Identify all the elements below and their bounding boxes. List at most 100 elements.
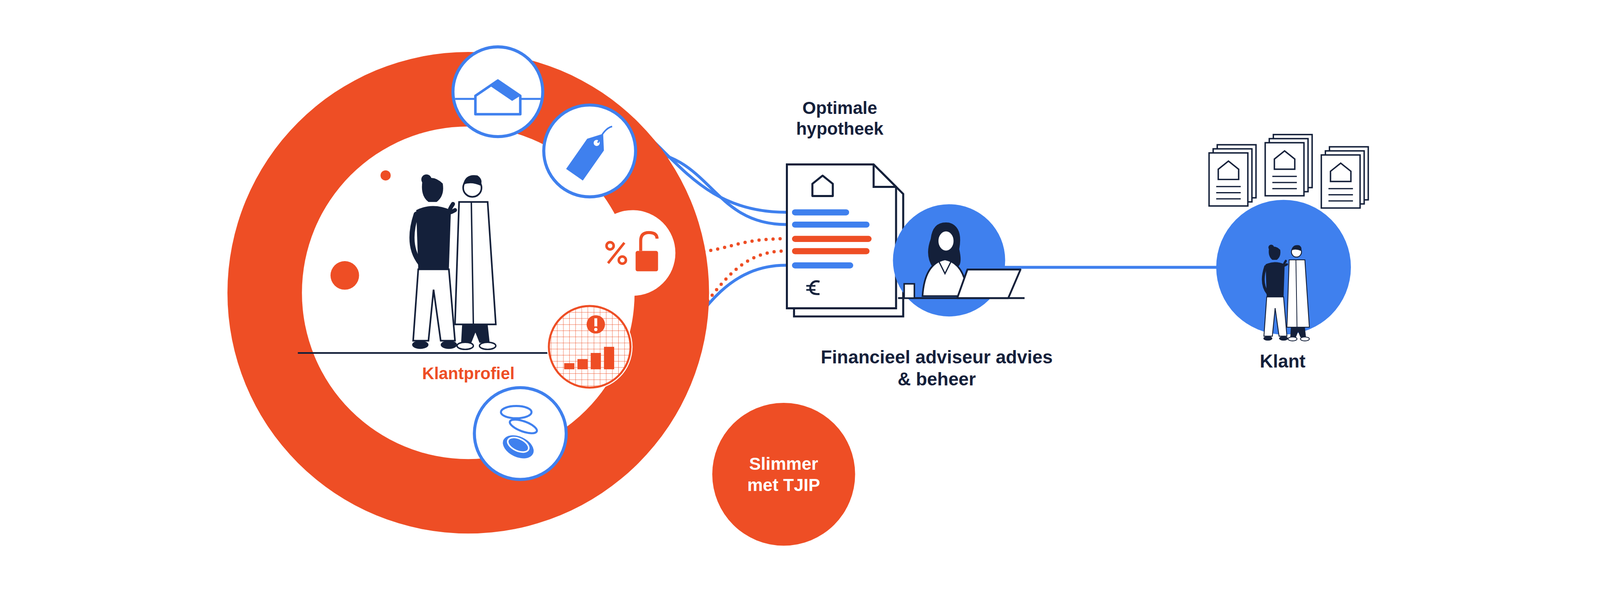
- drawing-circle: [421, 174, 433, 186]
- drawing-path: [597, 126, 613, 143]
- drawing-rect: [903, 283, 915, 298]
- drawing-path: [640, 232, 657, 252]
- drawing-path: [812, 175, 833, 196]
- node-label: Slimmer met TJIP: [731, 453, 836, 496]
- drawing-path: [489, 80, 521, 102]
- node-shape: [1193, 137, 1373, 388]
- drawing-line: [1328, 194, 1354, 196]
- drawing-line: [1272, 182, 1297, 184]
- drawing-ellipse: [1263, 336, 1273, 341]
- drawing-ellipse: [1279, 336, 1289, 341]
- drawing-line: [1216, 198, 1241, 200]
- drawing-rect: [577, 359, 588, 370]
- drawing-path: [1265, 262, 1285, 298]
- drawing-g: [1263, 244, 1310, 341]
- drawing-line: [298, 352, 572, 354]
- drawing-line: [1216, 186, 1241, 188]
- drawing-ellipse: [479, 342, 496, 350]
- drawing-ellipse: [412, 340, 429, 350]
- drawing-ellipse: [1288, 337, 1298, 341]
- drawing-circle: [543, 105, 636, 198]
- drawing-path: [463, 175, 482, 186]
- drawing-rect: [791, 209, 849, 216]
- drawing-circle: [892, 204, 1005, 317]
- drawing-circle: [606, 242, 614, 250]
- connector: [1004, 265, 1217, 269]
- drawing-line: [1272, 188, 1297, 190]
- client-circle: Klant: [1193, 137, 1373, 388]
- drawing-rect: [791, 235, 872, 242]
- drawing-path: [1291, 245, 1302, 252]
- drawing-line: [1272, 175, 1297, 178]
- drawing-circle: [548, 306, 631, 388]
- drawing-circle: [1268, 244, 1275, 251]
- node-label: Financieel adviseur advies & beheer: [816, 346, 1058, 391]
- drawing-circle: [474, 387, 567, 480]
- drawing-ellipse: [456, 342, 474, 350]
- drawing-circle: [712, 402, 856, 546]
- drawing-path: [786, 164, 897, 309]
- node-label: Klant: [1220, 350, 1346, 373]
- drawing-path: [938, 261, 951, 274]
- drawing-rect: [791, 247, 870, 255]
- drawing-circle: [586, 315, 605, 334]
- mortgage-document: Optimale hypotheek: [785, 163, 907, 319]
- tjip-circle: Slimmer met TJIP: [712, 402, 856, 546]
- drawing-circle: [380, 170, 391, 181]
- drawing-rect: [590, 353, 602, 370]
- advisor-circle: Financieel adviseur advies & beheer: [826, 199, 1072, 404]
- drawing-circle: [594, 328, 598, 332]
- drawing-ellipse: [508, 417, 539, 437]
- drawing-path: [1290, 327, 1307, 338]
- node-shape: [785, 163, 907, 319]
- drawing-line: [1328, 200, 1354, 202]
- drawing-path: [1296, 259, 1298, 328]
- drawing-ellipse: [937, 230, 954, 252]
- drawing-ellipse: [499, 430, 538, 464]
- drawing-path: [412, 214, 421, 264]
- drawing-rect: [604, 346, 615, 370]
- drawing-line: [806, 284, 816, 287]
- drawing-path: [449, 204, 456, 213]
- drawing-line: [806, 288, 816, 291]
- drawing-path: [416, 206, 451, 270]
- node-shape: [227, 51, 709, 534]
- drawing-path: [1274, 150, 1295, 170]
- drawing-rect: [635, 251, 659, 272]
- drawing-circle: [546, 303, 633, 390]
- drawing-rect: [594, 318, 598, 327]
- drawing-rect: [564, 363, 575, 370]
- drawing-path: [461, 324, 490, 343]
- drawing-circle: [301, 126, 635, 460]
- drawing-ellipse: [440, 340, 457, 350]
- drawing-path: [809, 281, 820, 294]
- drawing-line: [1216, 192, 1241, 194]
- drawing-path: [957, 269, 1021, 299]
- drawing-rect: [1321, 155, 1361, 209]
- drawing-g: [566, 128, 612, 181]
- drawing-ellipse: [1300, 337, 1310, 341]
- drawing-ellipse: [501, 406, 532, 419]
- drawing-circle: [589, 210, 676, 297]
- drawing-line: [608, 242, 625, 264]
- drawing-path: [1218, 161, 1239, 180]
- node-label: Klantprofiel: [380, 363, 556, 384]
- drawing-ellipse: [505, 434, 531, 456]
- drawing-circle: [330, 261, 360, 290]
- drawing-circle: [453, 46, 544, 137]
- drawing-path: [1264, 296, 1287, 336]
- drawing-rect: [1209, 153, 1248, 207]
- drawing-rect: [791, 262, 853, 269]
- drawing-path: [471, 202, 474, 325]
- node-shape: [712, 402, 856, 546]
- drawing-path: [475, 80, 521, 115]
- client-profile-ring: Klantprofiel: [227, 51, 709, 534]
- drawing-circle: [548, 306, 631, 388]
- drawing-rect: [1265, 143, 1304, 197]
- drawing-path: [1263, 266, 1268, 294]
- drawing-line: [1328, 188, 1354, 190]
- drawing-path: [1330, 163, 1351, 182]
- drawing-path: [1283, 261, 1287, 266]
- drawing-rect: [791, 221, 870, 228]
- drawing-path: [455, 202, 497, 325]
